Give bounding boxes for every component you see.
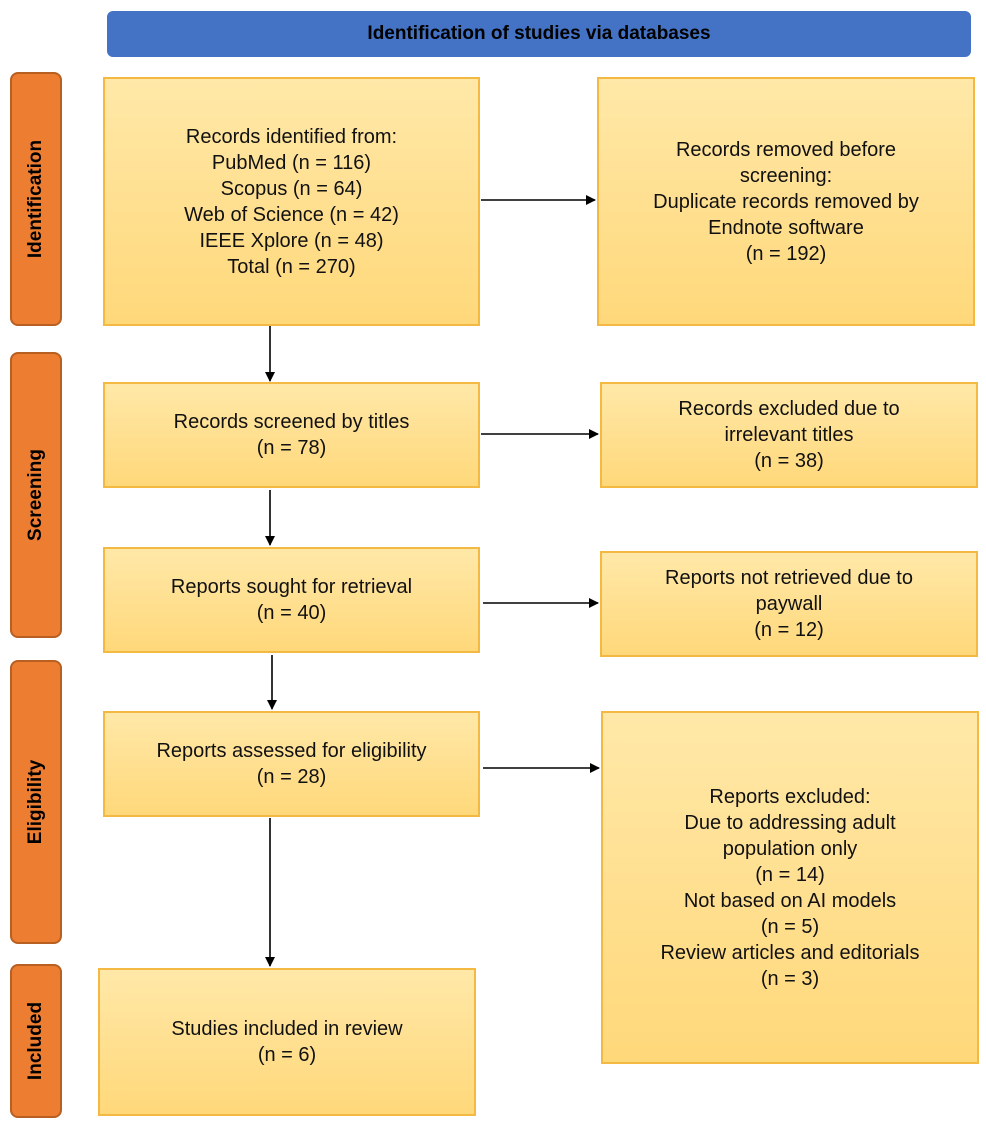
stage-included: Included [10, 964, 62, 1118]
box-records-excluded: Records excluded due to irrelevant title… [600, 382, 978, 488]
box-line: (n = 3) [760, 967, 820, 990]
box-line: Records identified from: [185, 125, 398, 148]
box-line: Scopus (n = 64) [220, 177, 363, 200]
box-line: (n = 78) [256, 437, 327, 459]
box-line: Records removed before [675, 138, 897, 161]
box-line: Due to addressing adult [684, 811, 896, 834]
header-title: Identification of studies via databases [367, 23, 711, 44]
box-line: Reports sought for retrieval [170, 576, 413, 598]
box-line: Records screened by titles [173, 411, 410, 433]
box-line: Review articles and editorials [660, 941, 920, 964]
box-line: Web of Science (n = 42) [184, 203, 399, 226]
box-line: Reports not retrieved due to [665, 567, 913, 589]
box-line: Duplicate records removed by [653, 190, 919, 213]
box-studies-included: Studies included in review (n = 6) [98, 968, 476, 1116]
box-line: Studies included in review [171, 1018, 403, 1040]
box-line: (n = 6) [257, 1044, 317, 1066]
box-line: (n = 40) [256, 602, 327, 624]
box-line: irrelevant titles [724, 424, 854, 446]
box-line: Records excluded due to [678, 398, 900, 420]
box-records-screened: Records screened by titles (n = 78) [103, 382, 480, 488]
box-line: Reports excluded: [709, 785, 871, 808]
box-reports-not-retrieved: Reports not retrieved due to paywall (n … [600, 551, 978, 657]
box-line: Total (n = 270) [227, 255, 356, 278]
box-line: paywall [755, 593, 823, 615]
diagram-header: Identification of studies via databases [107, 11, 971, 57]
box-line: Not based on AI models [683, 889, 897, 912]
box-records-removed: Records removed before screening: Duplic… [597, 77, 975, 326]
stage-identification: Identification [10, 72, 62, 326]
box-reports-excluded: Reports excluded: Due to addressing adul… [601, 711, 979, 1064]
box-line: (n = 28) [256, 766, 327, 788]
box-line: (n = 14) [755, 863, 825, 886]
box-line: (n = 12) [754, 619, 824, 641]
stage-eligibility: Eligibility [10, 660, 62, 944]
box-line: PubMed (n = 116) [211, 151, 372, 174]
box-line: Reports assessed for eligibility [156, 740, 427, 762]
box-line: (n = 5) [760, 915, 820, 938]
stage-screening: Screening [10, 352, 62, 638]
box-reports-sought: Reports sought for retrieval (n = 40) [103, 547, 480, 653]
box-line: Endnote software [708, 216, 864, 239]
box-line: population only [722, 837, 858, 860]
box-line: IEEE Xplore (n = 48) [199, 229, 384, 252]
box-line: screening: [739, 164, 833, 187]
box-reports-assessed: Reports assessed for eligibility (n = 28… [103, 711, 480, 817]
box-records-identified: Records identified from: PubMed (n = 116… [103, 77, 480, 326]
box-line: (n = 38) [754, 450, 824, 472]
box-line: (n = 192) [745, 242, 827, 265]
